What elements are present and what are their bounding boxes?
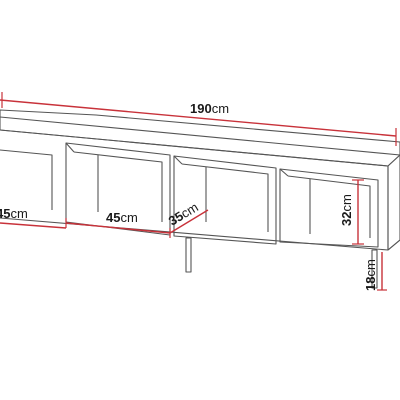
- compartment-left-value: 45: [0, 206, 10, 221]
- compartment-2-back: [73, 151, 163, 222]
- leg-right: [371, 249, 378, 289]
- compartment-middle-unit: cm: [120, 210, 137, 225]
- leg-label: 18cm: [363, 259, 378, 291]
- bottom-front-edge: [0, 217, 389, 251]
- depth-value: 35: [166, 208, 186, 228]
- compartment-4-inner-1: [279, 168, 289, 177]
- height-value: 32: [339, 212, 354, 226]
- compartment-3-opening: [173, 155, 277, 245]
- depth-label: 35cm: [166, 199, 201, 228]
- dimension-lines: [0, 92, 397, 291]
- bottom-side-edge: [387, 239, 400, 251]
- compartment-3-back: [181, 163, 269, 232]
- compartment-4-opening: [279, 168, 379, 248]
- leg-value: 18: [363, 277, 378, 291]
- compartment-left-dimension-line: [0, 222, 67, 229]
- width-value: 190: [190, 101, 212, 116]
- top-back-edge: [0, 116, 400, 156]
- compartment-3-inner-1: [173, 155, 183, 165]
- compartment-1-back: [0, 149, 53, 210]
- compartment-4-back: [287, 175, 371, 238]
- height-unit: cm: [339, 194, 354, 211]
- leg-middle: [185, 237, 192, 273]
- compartment-left-unit: cm: [10, 206, 27, 221]
- height-label: 32cm: [339, 194, 354, 226]
- right-side-panel: [387, 154, 400, 251]
- leg-unit: cm: [363, 259, 378, 276]
- tv-stand-outline: [0, 109, 400, 289]
- width-dimension-line: [0, 99, 397, 137]
- width-unit: cm: [212, 101, 229, 116]
- depth-dimension-line: [169, 209, 209, 234]
- compartment-middle-value: 45: [106, 210, 120, 225]
- compartment-middle-dimension-line: [65, 222, 171, 234]
- compartment-2-inner-1: [65, 142, 75, 153]
- width-label: 190cm: [190, 101, 229, 116]
- compartment-middle-label: 45cm: [106, 210, 138, 225]
- compartment-left-label: 45cm: [0, 206, 28, 221]
- top-front-edge: [0, 129, 389, 167]
